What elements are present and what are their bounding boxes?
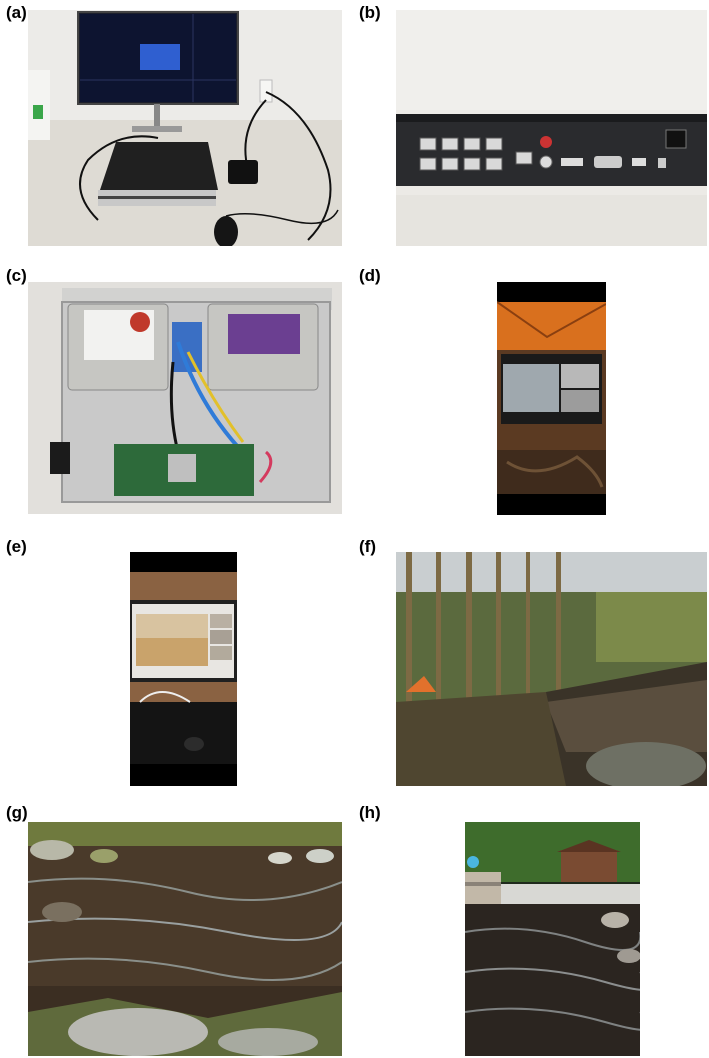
photo-river-forest-tent: [396, 552, 707, 786]
panel-label-b: (b): [359, 3, 381, 22]
photo-nvr-rear-panel: [396, 10, 707, 246]
panel-label-g: (g): [6, 803, 28, 822]
panel-label-e: (e): [6, 537, 27, 556]
photo-river-weir-cabin: [465, 822, 640, 1056]
panel-label-a: (a): [6, 3, 27, 22]
panel-label-c: (c): [6, 266, 27, 285]
photo-cabin-monitor: [130, 552, 237, 786]
photo-nvr-open-drives: [28, 282, 342, 514]
photo-tent-monitor: [497, 282, 606, 515]
panel-label-h: (h): [359, 803, 381, 822]
panel-label-d: (d): [359, 266, 381, 285]
panel-label-f: (f): [359, 537, 376, 556]
photo-nvr-desk: [28, 10, 342, 246]
photo-river-rapids: [28, 822, 342, 1056]
